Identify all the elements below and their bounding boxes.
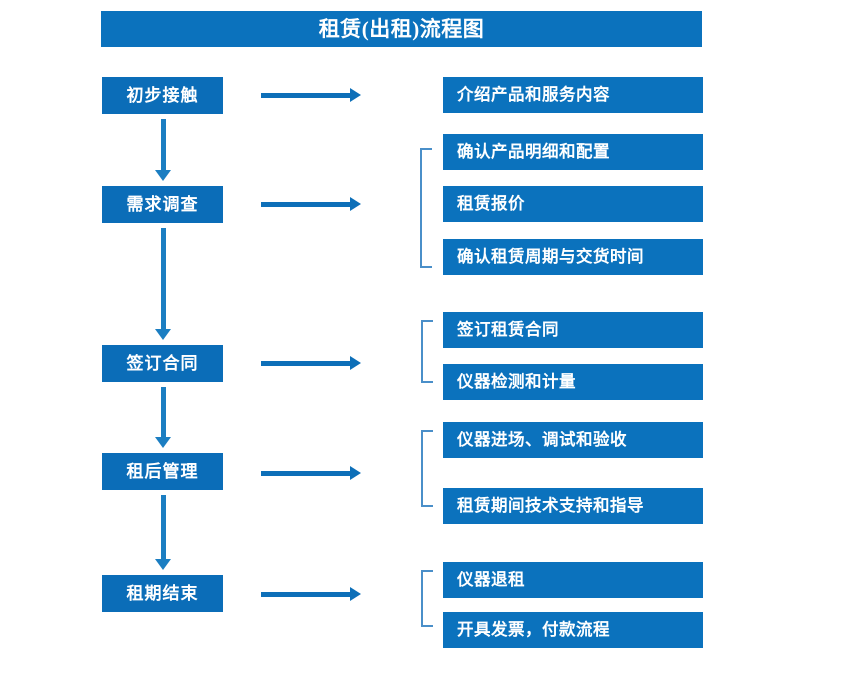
detail-box-instrument-test[interactable]: 仪器检测和计量 <box>443 364 703 400</box>
arrow-shaft <box>161 119 166 170</box>
detail-box-tech-support[interactable]: 租赁期间技术支持和指导 <box>443 488 703 524</box>
vertical-arrow-postrent-to-leaseend <box>155 495 171 570</box>
arrow-head <box>350 197 361 211</box>
horizontal-arrow-post-rent-manage <box>261 466 361 480</box>
stage-box-needs-survey[interactable]: 需求调查 <box>102 186 223 223</box>
page-title: 租赁(出租)流程图 <box>101 11 702 47</box>
arrow-shaft <box>161 495 166 559</box>
arrow-head <box>350 356 361 370</box>
arrow-shaft <box>261 202 351 207</box>
arrow-shaft <box>261 592 351 597</box>
detail-box-sign-rental-contract[interactable]: 签订租赁合同 <box>443 312 703 348</box>
stage-box-initial-contact[interactable]: 初步接触 <box>102 77 223 114</box>
horizontal-arrow-needs-survey <box>261 197 361 211</box>
arrow-shaft <box>161 387 166 437</box>
detail-box-instrument-onsite[interactable]: 仪器进场、调试和验收 <box>443 422 703 458</box>
horizontal-arrow-lease-end <box>261 587 361 601</box>
detail-box-rental-quote[interactable]: 租赁报价 <box>443 186 703 222</box>
bracket-needs-survey-group <box>420 148 432 268</box>
horizontal-arrow-initial-contact <box>261 88 361 102</box>
arrow-head <box>155 329 171 340</box>
arrow-shaft <box>261 361 351 366</box>
arrow-shaft <box>161 228 166 329</box>
stage-box-lease-end[interactable]: 租期结束 <box>102 575 223 612</box>
detail-box-introduce-products[interactable]: 介绍产品和服务内容 <box>443 77 703 113</box>
arrow-head <box>155 559 171 570</box>
arrow-head <box>350 466 361 480</box>
arrow-head <box>155 437 171 448</box>
arrow-head <box>350 88 361 102</box>
bracket-lease-end-group <box>421 570 433 627</box>
bracket-post-rent-group <box>421 430 433 507</box>
bracket-sign-contract-group <box>421 320 433 383</box>
detail-box-invoice-payment[interactable]: 开具发票，付款流程 <box>443 612 703 648</box>
stage-box-sign-contract[interactable]: 签订合同 <box>102 345 223 382</box>
detail-box-instrument-return[interactable]: 仪器退租 <box>443 562 703 598</box>
vertical-arrow-initial-to-needs <box>155 119 171 181</box>
vertical-arrow-contract-to-postrent <box>155 387 171 448</box>
arrow-head <box>155 170 171 181</box>
arrow-head <box>350 587 361 601</box>
detail-box-confirm-spec-config[interactable]: 确认产品明细和配置 <box>443 134 703 170</box>
vertical-arrow-needs-to-contract <box>155 228 171 340</box>
detail-box-confirm-period-delivery[interactable]: 确认租赁周期与交货时间 <box>443 239 703 275</box>
arrow-shaft <box>261 471 351 476</box>
horizontal-arrow-sign-contract <box>261 356 361 370</box>
arrow-shaft <box>261 93 351 98</box>
stage-box-post-rent-manage[interactable]: 租后管理 <box>102 453 223 490</box>
